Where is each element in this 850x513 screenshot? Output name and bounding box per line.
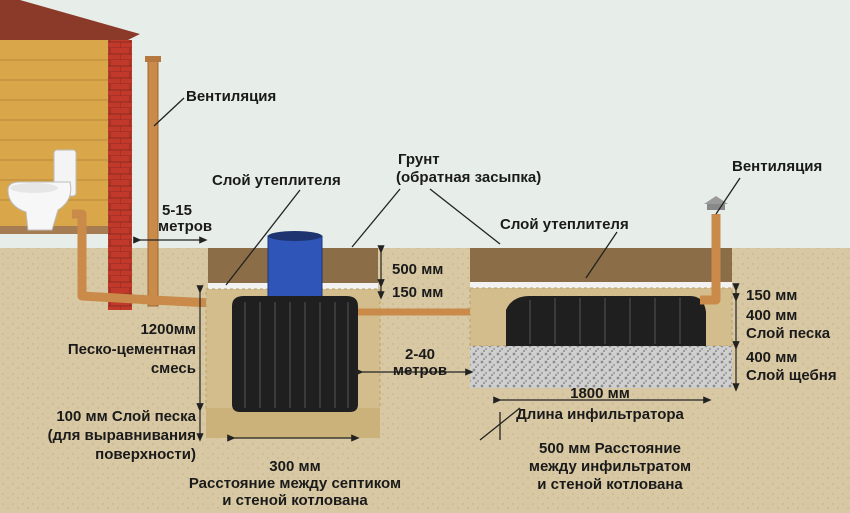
soil-label-1: Грунт: [398, 151, 440, 168]
ventilation-pipe-right: [700, 214, 721, 305]
ventilation-cap-icon: [704, 196, 728, 210]
gap-septic-label-1: Расстояние между септиком: [188, 475, 402, 492]
gap-infil-label-2: между инфильтратом: [528, 458, 692, 475]
right-sand-label-1: 400 мм: [746, 307, 798, 324]
infiltrator: [506, 296, 706, 346]
right-gravel-label-1: 400 мм: [746, 349, 798, 366]
insulation-left-label: Слой утеплителя: [212, 172, 341, 189]
sand-bed-label-1: 100 мм Слой песка: [56, 408, 196, 425]
vent-right-label: Вентиляция: [732, 158, 823, 175]
gap-infil-label-3: и стеной котлована: [537, 476, 683, 493]
infiltrator-distance-1: 2-40: [404, 346, 436, 363]
length-1800-label: 1800 мм: [570, 385, 630, 402]
gap-infil-label-1: 500 мм Расстояние: [539, 440, 681, 457]
right-sand-label-2: Слой песка: [746, 325, 831, 342]
gap-300-label: 300 мм: [269, 458, 321, 475]
infiltrator-distance-2: метров: [392, 362, 448, 379]
sand-bed-label-2: (для выравнивания: [47, 427, 196, 444]
depth-1200-label: 1200мм: [140, 321, 196, 338]
right-150-label: 150 мм: [746, 287, 798, 304]
length-text-label: Длина инфильтратора: [516, 406, 684, 423]
sand-cement-label-2: смесь: [150, 360, 196, 377]
septic-tank: [232, 231, 358, 412]
soil-label-2: (обратная засыпка): [396, 169, 542, 186]
sand-cement-label-1: Песко-цементная: [67, 341, 196, 358]
depth-500-label: 500 мм: [392, 261, 444, 278]
depth-150-left-label: 150 мм: [392, 284, 444, 301]
house-distance-1: 5-15: [162, 202, 193, 219]
house-distance-2: метров: [158, 218, 213, 235]
insulation-right-label: Слой утеплителя: [500, 216, 629, 233]
right-gravel-label-2: Слой щебня: [746, 367, 837, 384]
outlet-pipe: [72, 209, 233, 309]
ventilation-pipe-left: [145, 56, 161, 307]
sand-bed-label-3: поверхности): [95, 446, 196, 463]
vent-left-label: Вентиляция: [186, 88, 277, 105]
toilet-icon: [7, 149, 77, 231]
gap-septic-label-2: и стеной котлована: [222, 492, 368, 509]
